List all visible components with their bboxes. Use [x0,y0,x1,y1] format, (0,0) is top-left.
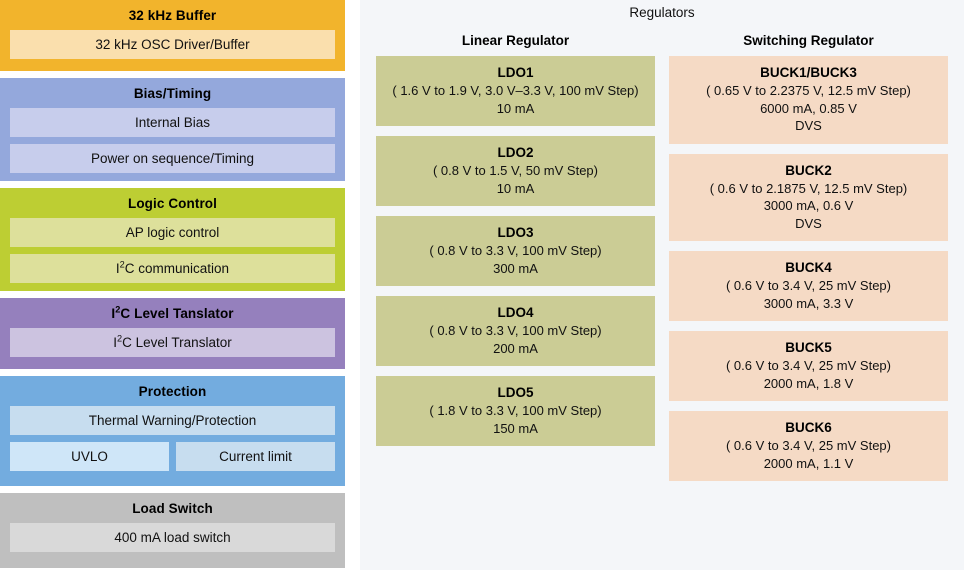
regulator-name: BUCK5 [785,340,832,355]
regulator-box-buck4[interactable]: BUCK4 ( 0.6 V to 3.4 V, 25 mV Step) 3000 m… [669,251,948,321]
regulator-name: LDO4 [497,305,534,320]
regulator-spec-line: 6000 mA, 0.85 V [760,100,857,116]
regulator-name: LDO3 [497,225,534,240]
block-title: I2C Level Tanslator [111,304,234,321]
regulator-spec-line: ( 1.8 V to 3.3 V, 100 mV Step) [429,403,602,418]
sub-block: I2C Level Translator [10,328,335,357]
regulator-spec-line: ( 0.8 V to 1.5 V, 50 mV Step) [432,163,598,178]
regulator-spec-line: DVS [795,118,822,133]
regulator-spec-line: ( 1.6 V to 1.9 V, 3.0 V–3.3 V, 100 mV St… [392,83,639,98]
regulator-spec-line: DVS [795,215,822,231]
column-heading: Linear Regulator [461,33,570,48]
sub-row: Power on sequence/Timing [10,144,335,173]
regulator-spec-line: 3000 mA, 3.3 V [763,295,854,311]
regulator-spec-line: ( 0.6 V to 3.4 V, 25 mV Step) [725,358,891,373]
regulator-box-ldo3[interactable]: LDO3 ( 0.8 V to 3.3 V, 100 mV Step) 300 mA [376,216,655,286]
regulator-spec-line: 300 mA [493,260,538,276]
sub-block: Current limit [176,442,335,471]
regulator-box-buck5[interactable]: BUCK5 ( 0.6 V to 3.4 V, 25 mV Step) 2000 m… [669,331,948,401]
regulator-box-buck6[interactable]: BUCK6 ( 0.6 V to 3.4 V, 25 mV Step) 2000 m… [669,411,948,481]
sub-block: I2C communication [10,254,335,283]
block-title: Load Switch [132,501,213,516]
regulator-spec-line: ( 0.8 V to 3.3 V, 100 mV Step) [429,323,602,338]
regulator-box-ldo4[interactable]: LDO4 ( 0.8 V to 3.3 V, 100 mV Step) 200 mA [376,296,655,366]
block-32-khz-buffer: 32 kHz Buffer 32 kHz OSC Driver/Buffer [0,0,345,71]
regulator-spec-line: 2000 mA, 1.8 V [763,375,854,391]
regulator-name: BUCK1/BUCK3 [760,65,857,80]
regulator-spec-line: ( 0.6 V to 3.4 V, 25 mV Step) [725,278,891,293]
sub-row: Internal Bias [10,108,335,137]
regulator-spec-line: 10 mA [496,100,535,116]
sub-row: 32 kHz OSC Driver/Buffer [10,30,335,59]
regulator-name: BUCK4 [785,260,832,275]
block-load-switch: Load Switch 400 mA load switch [0,493,345,568]
regulator-name: LDO1 [497,65,534,80]
regulator-box-buck2[interactable]: BUCK2 ( 0.6 V to 2.1875 V, 12.5 mV Step) 3… [669,153,948,241]
regulator-box-ldo5[interactable]: LDO5 ( 1.8 V to 3.3 V, 100 mV Step) 150 mA [376,376,655,446]
block-title: Protection [138,384,207,399]
sub-block: Thermal Warning/Protection [10,406,335,435]
sub-block: 32 kHz OSC Driver/Buffer [10,30,335,59]
regulator-name: LDO5 [497,385,534,400]
block-title: Logic Control [127,196,218,211]
block-title: 32 kHz Buffer [128,8,217,23]
sub-row: I2C communication [10,254,335,283]
regulator-spec-line: 150 mA [493,420,538,436]
regulator-name: BUCK2 [785,162,832,178]
regulators-title: Regulators [629,5,695,20]
sub-block: 400 mA load switch [10,523,335,552]
regulator-name: BUCK6 [785,420,832,435]
regulator-box-ldo1[interactable]: LDO1 ( 1.6 V to 1.9 V, 3.0 V–3.3 V, 100 m… [376,56,655,126]
sub-row: 400 mA load switch [10,523,335,552]
regulator-box-buck1-buck3[interactable]: BUCK1/BUCK3 ( 0.65 V to 2.2375 V, 12.5 mV… [669,56,948,144]
sub-block: Power on sequence/Timing [10,144,335,173]
regulator-spec-line: 3000 mA, 0.6 V [763,198,854,213]
sub-row: Thermal Warning/Protection [10,406,335,435]
regulator-spec-line: ( 0.6 V to 3.4 V, 25 mV Step) [725,438,891,453]
regulator-spec-line: ( 0.8 V to 3.3 V, 100 mV Step) [429,243,602,258]
sub-block: AP logic control [10,218,335,247]
regulator-name: LDO2 [497,145,534,160]
block-title: Bias/Timing [133,86,212,101]
sub-row: I2C Level Translator [10,328,335,357]
regulator-spec-line: ( 0.65 V to 2.2375 V, 12.5 mV Step) [706,83,911,98]
sub-row: AP logic control [10,218,335,247]
regulator-spec-line: 2000 mA, 1.1 V [763,455,854,471]
regulator-spec-line: ( 0.6 V to 2.1875 V, 12.5 mV Step) [709,180,908,196]
regulator-spec-line: 10 mA [496,180,535,196]
sub-block: UVLO [10,442,169,471]
column-heading: Switching Regulator [743,33,874,48]
regulator-box-ldo2[interactable]: LDO2 ( 0.8 V to 1.5 V, 50 mV Step) 10 mA [376,136,655,206]
regulator-spec-line: 200 mA [493,340,538,356]
sub-block: Internal Bias [10,108,335,137]
